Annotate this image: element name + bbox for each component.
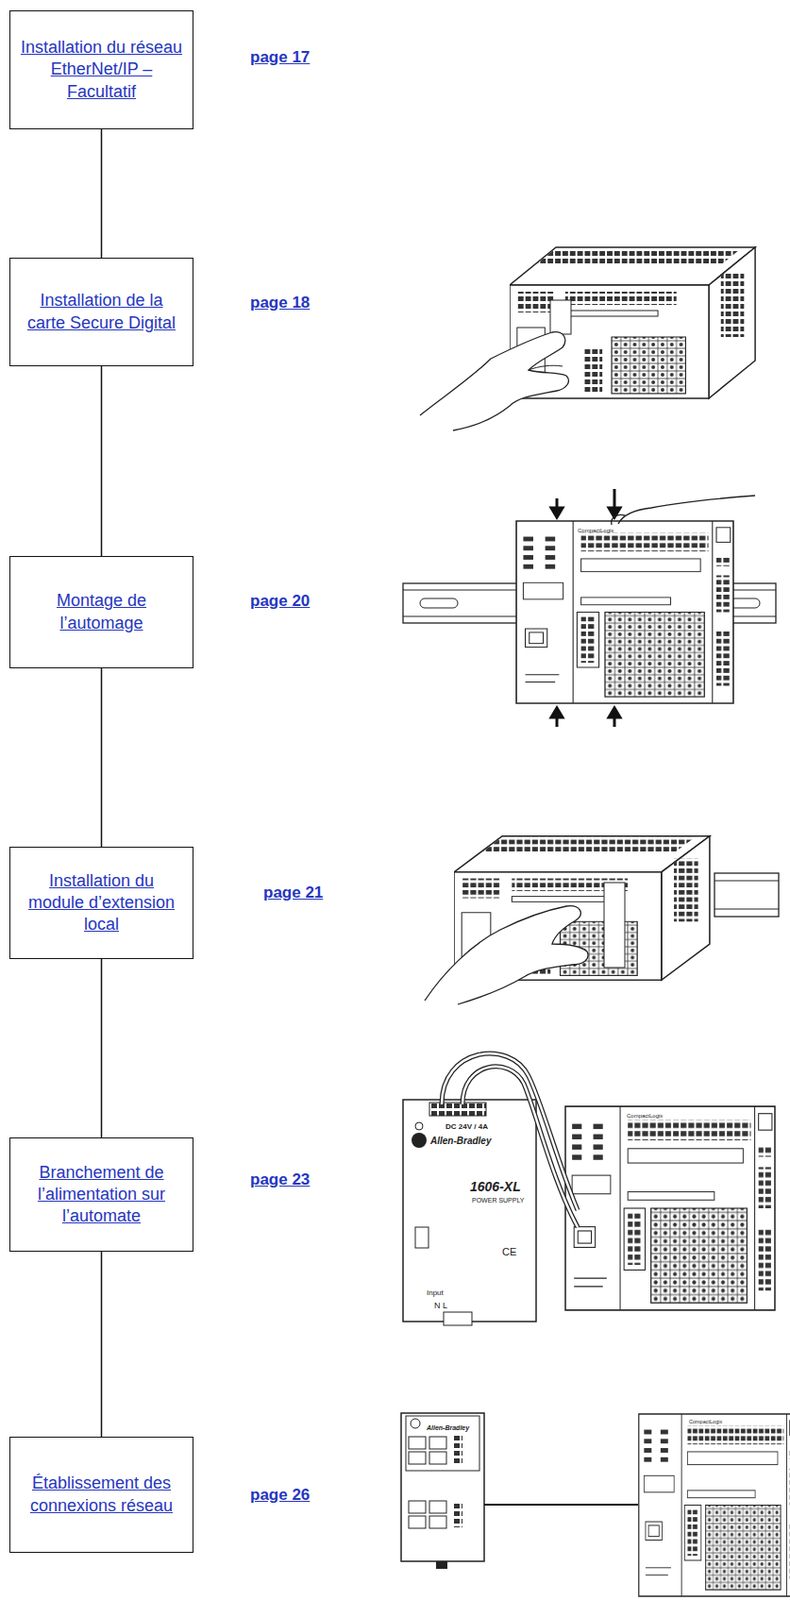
step-title: Installation du module d’extension local xyxy=(19,870,184,936)
voltage-rating: DC 24V / 4A xyxy=(445,1122,488,1131)
step-title: Montage de l’automage xyxy=(19,589,184,634)
process-box: Branchement de l’alimentation sur l’auto… xyxy=(9,1137,194,1252)
flow-connector xyxy=(100,129,103,258)
process-box: Montage de l’automage xyxy=(9,555,194,669)
flow-connector xyxy=(100,366,103,556)
page-reference: page 18 xyxy=(250,293,310,313)
process-box: Installation du réseau EtherNet/IP – Fac… xyxy=(9,10,194,130)
page-reference: page 26 xyxy=(250,1485,310,1505)
din-mounting-illustration xyxy=(403,488,776,727)
step-title: Installation de la carte Secure Digital xyxy=(19,289,184,334)
product-type: POWER SUPPLY xyxy=(471,1196,525,1204)
input-label: Input xyxy=(426,1288,445,1297)
model-number: 1606-XL xyxy=(470,1178,522,1194)
brand-name: Allen-Bradley xyxy=(429,1135,492,1146)
flow-connector xyxy=(100,958,103,1138)
process-box: Installation du module d’extension local xyxy=(9,846,194,959)
page-reference: page 20 xyxy=(250,591,310,611)
process-box: Installation de la carte Secure Digital xyxy=(9,257,194,367)
network-illustration: Allen-Bradley CompactLogix xyxy=(401,1412,790,1597)
power-illustration: DC 24V / 4A Allen-Bradley 1606-XL POWER … xyxy=(403,1053,775,1326)
product-name: CompactLogix xyxy=(626,1112,663,1119)
brand-name: Allen-Bradley xyxy=(425,1424,471,1432)
page-reference: page 21 xyxy=(263,883,323,903)
flow-connector xyxy=(100,1251,103,1437)
certification-mark: CE xyxy=(502,1245,517,1258)
process-box: Établissement des connexions réseau xyxy=(9,1436,194,1553)
page-reference: page 23 xyxy=(250,1170,310,1190)
page-reference: page 17 xyxy=(250,48,310,68)
step-title: Branchement de l’alimentation sur l’auto… xyxy=(19,1161,184,1228)
sd-card-illustration xyxy=(420,247,756,431)
product-name: CompactLogix xyxy=(689,1418,723,1425)
step-title: Établissement des connexions réseau xyxy=(19,1472,184,1516)
expansion-module-illustration xyxy=(424,836,779,1005)
step-title: Installation du réseau EtherNet/IP – Fac… xyxy=(19,36,184,102)
flow-connector xyxy=(100,668,103,847)
product-name: CompactLogix xyxy=(577,527,614,534)
terminal-names: N L xyxy=(434,1300,448,1311)
